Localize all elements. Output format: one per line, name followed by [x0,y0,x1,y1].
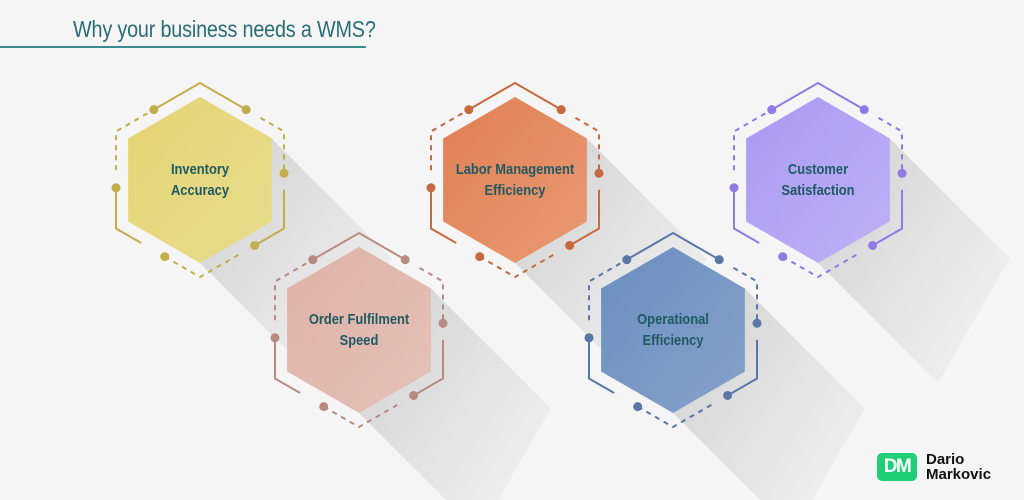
hexagon-shape [128,97,272,263]
frame-dash-bottom [782,251,861,279]
logo-mark: DM [877,453,917,481]
frame-dash-upper-left [587,258,628,321]
frame-dash-bottom [637,401,716,429]
frame-dash-right [732,267,759,321]
frame-dot [279,168,289,178]
frame-line-lower-right [413,339,445,397]
frame-dot [584,333,594,343]
title-underline [0,46,366,48]
frame-dash-right [877,117,904,171]
hexagon-shape [287,247,431,413]
hexagon-operational-efficiency [584,231,762,429]
frame-dash-upper-left [114,108,155,171]
hexagon-shape [443,97,587,263]
hexagon-order-fulfilment-speed [270,231,448,429]
frame-dash-upper-left [273,258,314,321]
frame-line-top [771,81,865,111]
frame-dot [149,105,159,115]
frame-dash-upper-left [429,108,470,171]
hexagon-label-line: Satisfaction [781,182,855,199]
frame-dash-right [259,117,286,171]
frame-line-lower-right [872,189,904,247]
frame-dot [160,252,170,262]
frame-line-top [153,81,247,111]
frame-line-lower-left [732,187,760,244]
frame-dash-bottom [164,251,243,279]
frame-dot [400,255,410,265]
logo-text: Dario Markovic [926,452,991,482]
frame-dot [319,402,329,412]
brand-logo: DM Dario Markovic [877,452,991,482]
frame-dot [556,105,566,115]
frame-line-top [312,231,406,261]
frame-dot [723,390,733,400]
frame-dot [250,240,260,250]
frame-dot [633,402,643,412]
hexagon-label-line: Inventory [170,161,230,178]
frame-dot [308,255,318,265]
frame-line-lower-right [569,189,601,247]
frame-line-lower-left [273,337,301,394]
hexagon-customer-satisfaction [729,81,907,279]
hexagon-label-line: Labor Management [455,161,575,178]
frame-dash-bottom [479,251,558,279]
frame-dot [111,183,121,193]
frame-dot [859,105,869,115]
hexagon-shape [746,97,890,263]
frame-dash-upper-left [732,108,773,171]
hexagon-label-line: Efficiency [484,182,546,199]
frame-dot [868,240,878,250]
hexagon-label-line: Order Fulfilment [308,311,410,328]
hexagon-label-line: Speed [339,332,379,349]
frame-line-lower-left [587,337,615,394]
hexagon-labor-management-efficiency [426,81,604,279]
frame-dot [767,105,777,115]
frame-dot [464,105,474,115]
hexagon-label-line: Operational [637,311,709,328]
hexagon-inventory-accuracy [111,81,289,279]
hexagon-label-line: Customer [787,161,849,178]
frame-line-top [626,231,720,261]
frame-dot [241,105,251,115]
frame-dash-right [574,117,601,171]
frame-dot [475,252,485,262]
frame-line-lower-right [727,339,759,397]
frame-dash-right [418,267,445,321]
frame-dot [714,255,724,265]
frame-dot [409,390,419,400]
frame-dot [622,255,632,265]
frame-dot [752,318,762,328]
hexagon-shape [601,247,745,413]
frame-dot [778,252,788,262]
logo-name-first: Dario [926,451,965,468]
page-title: Why your business needs a WMS? [73,16,376,42]
frame-dot [270,333,280,343]
frame-dot [594,168,604,178]
frame-dot [438,318,448,328]
frame-dot [729,183,739,193]
frame-line-lower-left [114,187,142,244]
frame-dash-bottom [323,401,402,429]
hexagon-label-line: Efficiency [642,332,704,349]
frame-line-top [468,81,562,111]
logo-name-last: Markovic [926,466,992,483]
hexagon-label-line: Accuracy [170,182,230,199]
frame-dot [426,183,436,193]
frame-line-lower-right [254,189,286,247]
frame-dot [897,168,907,178]
frame-dot [565,240,575,250]
frame-line-lower-left [429,187,457,244]
